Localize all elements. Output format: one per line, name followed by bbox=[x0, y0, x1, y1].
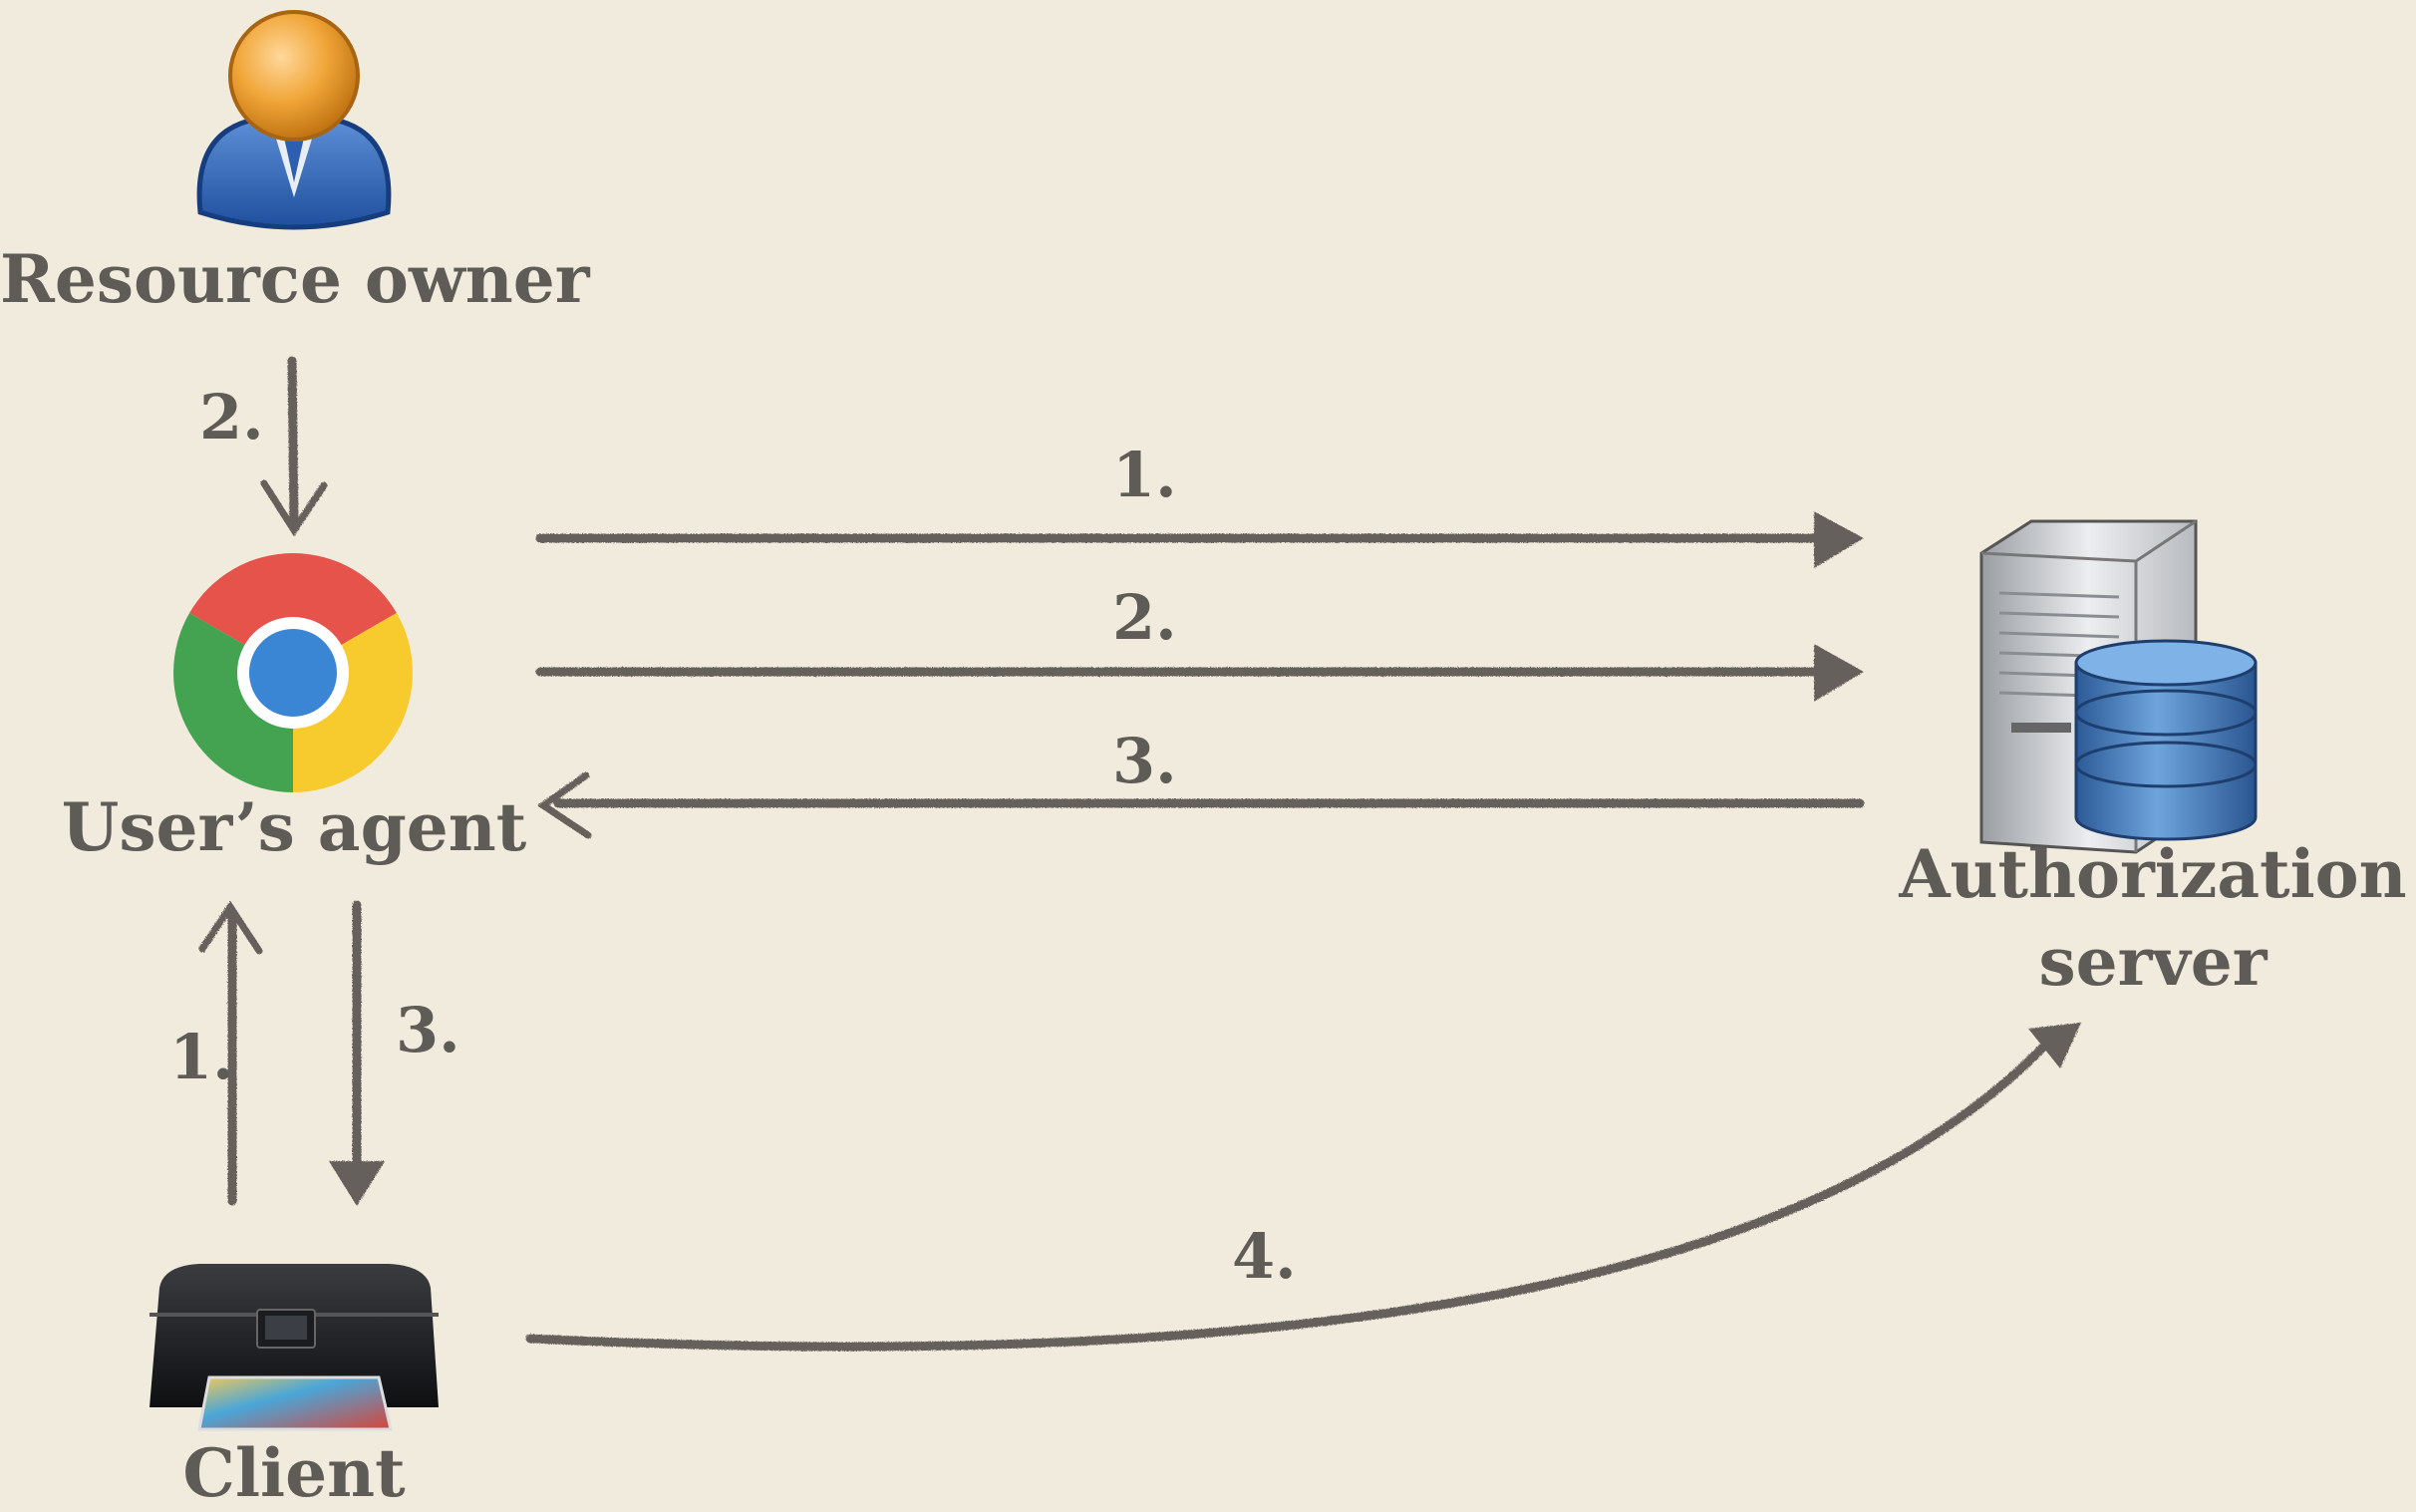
arrow-client-to-auth-4 bbox=[525, 1032, 2058, 1352]
server-database-icon bbox=[1979, 519, 2258, 854]
user-agent-label: User’s agent bbox=[61, 788, 527, 866]
edge-label-agent-to-client-3: 3. bbox=[396, 994, 460, 1066]
resource-owner-label: Resource owner bbox=[0, 240, 590, 318]
edge-label-client-to-auth-4: 4. bbox=[1232, 1220, 1297, 1293]
authorization-server-label-line1: Authorization bbox=[1899, 835, 2407, 913]
arrowhead-agent-to-auth-1 bbox=[1814, 511, 1864, 568]
client-label: Client bbox=[182, 1434, 406, 1512]
arrowhead-auth-to-agent-3 bbox=[536, 771, 592, 839]
edge-label-agent-to-auth-1: 1. bbox=[1112, 439, 1177, 511]
arrowhead-owner-to-agent bbox=[260, 479, 328, 537]
arrowhead-client-to-auth-4 bbox=[2028, 1023, 2081, 1068]
printer-icon bbox=[150, 1264, 439, 1431]
person-icon bbox=[196, 10, 392, 230]
authorization-server-label-line2: server bbox=[2038, 923, 2267, 1001]
arrowhead-agent-to-client-3 bbox=[329, 1161, 385, 1206]
edge-label-agent-to-auth-2: 2. bbox=[1112, 581, 1177, 654]
edge-label-owner-to-agent: 2. bbox=[199, 381, 264, 454]
edge-label-client-to-agent-1: 1. bbox=[169, 1021, 234, 1093]
arrow-owner-to-agent bbox=[287, 356, 299, 528]
arrowhead-agent-to-auth-2 bbox=[1814, 644, 1864, 702]
edge-label-auth-to-agent-3: 3. bbox=[1112, 725, 1177, 797]
arrowhead-client-to-agent-1 bbox=[198, 900, 263, 955]
chrome-browser-icon bbox=[173, 553, 413, 792]
